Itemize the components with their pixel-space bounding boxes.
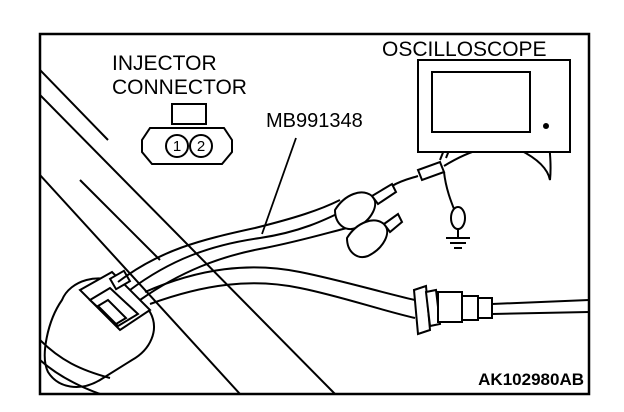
pin-2-label: 2 bbox=[197, 138, 205, 155]
ground-clip-icon bbox=[446, 206, 470, 249]
diagram-frame bbox=[38, 32, 591, 396]
oscilloscope-icon bbox=[417, 59, 571, 153]
engine-band-line bbox=[40, 69, 109, 141]
figure-code-label: AK102980AB bbox=[478, 370, 584, 389]
bnc-connector bbox=[412, 284, 589, 336]
tool-code-label: MB991348 bbox=[266, 110, 363, 132]
engine-band-line bbox=[79, 179, 161, 261]
leader-line bbox=[261, 137, 297, 235]
injector-connector-label-line1: INJECTOR bbox=[112, 52, 217, 75]
oscilloscope-label: OSCILLOSCOPE bbox=[382, 38, 547, 61]
pin-1-label: 1 bbox=[173, 138, 181, 155]
bnc-cable bbox=[144, 266, 416, 319]
engine-band-line bbox=[40, 174, 241, 394]
injector-connector-housing bbox=[78, 269, 152, 332]
alligator-clip bbox=[333, 182, 404, 258]
injector-connector-label-line2: CONNECTOR bbox=[112, 76, 247, 99]
injector-connector-icon bbox=[141, 103, 233, 165]
harness-cable bbox=[117, 199, 356, 301]
